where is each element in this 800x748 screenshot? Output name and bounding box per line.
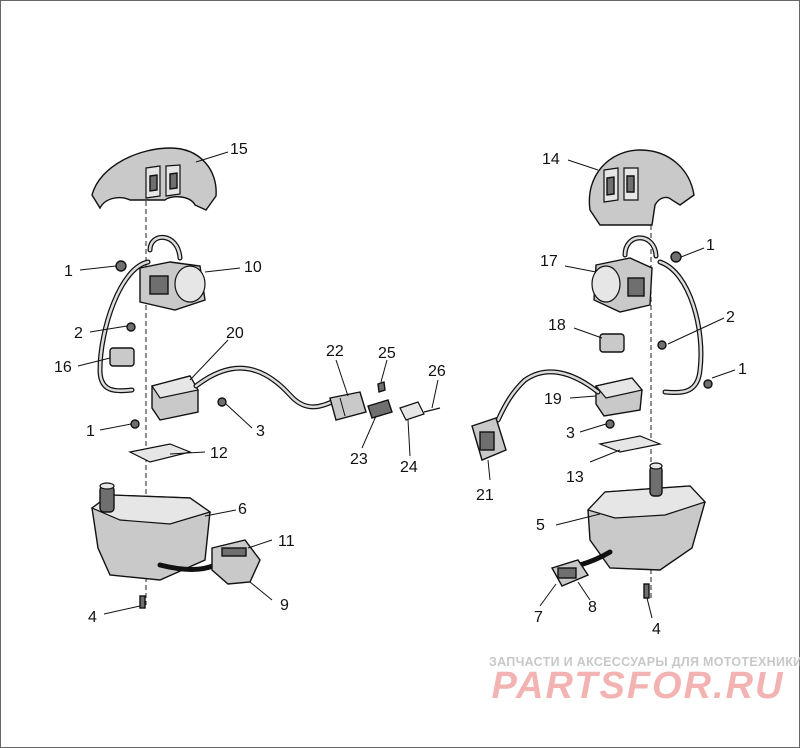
- right-screw-3-icon: [605, 419, 615, 429]
- left-connector-16: [109, 347, 135, 367]
- left-harness-loop: [97, 234, 183, 394]
- left-module-20: [151, 375, 199, 421]
- callout-3: 3: [566, 425, 575, 442]
- callout-4: 4: [88, 609, 97, 626]
- callout-6: 6: [238, 501, 247, 518]
- right-connector-7-8: [550, 549, 613, 587]
- callout-21: 21: [476, 487, 494, 504]
- right-plate-13: [597, 435, 663, 453]
- callout-7: 7: [534, 609, 543, 626]
- callout-5: 5: [536, 517, 545, 534]
- left-screw-3-icon: [217, 397, 227, 407]
- right-lower-housing: [586, 462, 707, 571]
- callout-15: 15: [230, 141, 248, 158]
- callout-22: 22: [326, 343, 344, 360]
- left-screw-1-icon: [115, 260, 127, 272]
- callout-1: 1: [706, 237, 715, 254]
- watermark-logo: PARTSFOR.RU: [492, 665, 785, 706]
- right-upper-housing-cover: [588, 149, 695, 226]
- left-upper-housing-cover: [91, 147, 217, 211]
- pin-25: [377, 381, 386, 393]
- callout-24: 24: [400, 459, 418, 476]
- clip-26: [423, 407, 441, 413]
- connector-21: [471, 417, 507, 461]
- left-screw-2-icon: [126, 322, 136, 332]
- right-connector-18: [599, 333, 625, 353]
- left-connector-11-9: [157, 539, 261, 585]
- callout-1: 1: [738, 361, 747, 378]
- callout-9: 9: [280, 597, 289, 614]
- left-switch-assembly: [139, 261, 241, 311]
- callout-4: 4: [652, 621, 661, 638]
- callout-1: 1: [64, 263, 73, 280]
- callout-2: 2: [74, 325, 83, 342]
- seal-24: [399, 401, 425, 421]
- svg-text:PARTSFOR.RU: PARTSFOR.RU: [492, 665, 785, 706]
- callout-8: 8: [588, 599, 597, 616]
- left-screw-4-icon: [139, 595, 146, 609]
- callout-labels: 15 14 1 10 17 1 2 20 2 18 16 22 25 26 1 …: [54, 141, 747, 638]
- callout-26: 26: [428, 363, 446, 380]
- callout-14: 14: [542, 151, 560, 168]
- callout-16: 16: [54, 359, 72, 376]
- callout-1: 1: [86, 423, 95, 440]
- callout-2: 2: [726, 309, 735, 326]
- right-screw-1-icon: [670, 251, 682, 263]
- callout-23: 23: [350, 451, 368, 468]
- callout-3: 3: [256, 423, 265, 440]
- callout-12: 12: [210, 445, 228, 462]
- watermark-tagline: ЗАПЧАСТИ И АКСЕССУАРЫ ДЛЯ МОТОТЕХНИКИ: [489, 655, 800, 669]
- left-plate-12: [128, 443, 192, 463]
- left-screw-1b-icon: [130, 419, 140, 429]
- right-screw-1b-icon: [703, 379, 713, 389]
- callout-10: 10: [244, 259, 262, 276]
- callout-17: 17: [540, 253, 558, 270]
- callout-19: 19: [544, 391, 562, 408]
- leader-lines: [77, 151, 736, 619]
- callout-11: 11: [278, 533, 295, 550]
- callout-18: 18: [548, 317, 566, 334]
- connector-22: [329, 391, 367, 421]
- cap-23: [367, 399, 393, 419]
- callout-25: 25: [378, 345, 396, 362]
- right-screw-2-icon: [657, 340, 667, 350]
- right-switch-assembly: [591, 257, 653, 313]
- callout-13: 13: [566, 469, 584, 486]
- left-lower-housing: [90, 482, 212, 581]
- callout-20: 20: [226, 325, 244, 342]
- right-module-19: [594, 377, 644, 417]
- right-screw-4-icon: [643, 583, 650, 599]
